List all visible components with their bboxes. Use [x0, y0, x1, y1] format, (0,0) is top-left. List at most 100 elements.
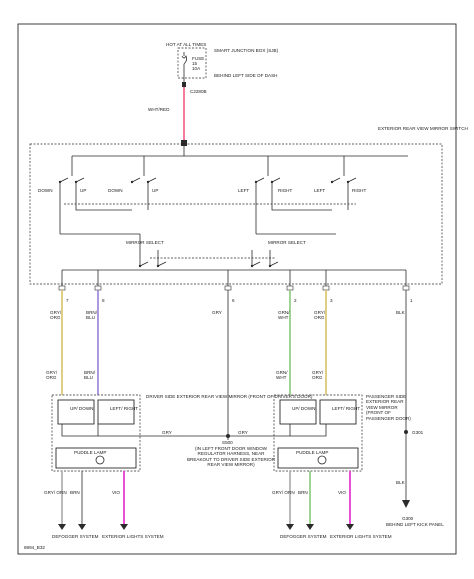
- label-vio-l: VIO: [112, 490, 120, 495]
- label-exterior-lights-l: EXTERIOR LIGHTS SYSTEM: [102, 534, 164, 539]
- label-mirror-select-r: MIRROR SELECT: [268, 240, 306, 245]
- label-wire-gry-org: GRY/: [50, 310, 62, 315]
- label-up-2: UP: [152, 188, 158, 193]
- switch-drops: [71, 156, 345, 176]
- label-wire-gry-org-b: ORG: [50, 315, 61, 320]
- switch-contacts: [58, 177, 357, 184]
- label-pin-7: 7: [66, 298, 69, 303]
- label-ext-mirror-switch: EXTERIOR REAR VIEW MIRROR SWITCH: [378, 126, 468, 131]
- switch-output-pins: [58, 285, 410, 291]
- label-fuse: FUSE: [192, 56, 204, 61]
- driver-puddle-lamp-bulb: [95, 455, 105, 465]
- diagram-footer-id: 8894_B32: [24, 545, 45, 550]
- label-left-right-r: LEFT/ RIGHT: [332, 406, 360, 411]
- driver-motor-updown: [57, 399, 95, 425]
- arrow-ext-lights-r: [346, 524, 354, 530]
- connector-switch-in: [181, 140, 187, 146]
- label-wire-grn-wht: GRN/: [278, 310, 290, 315]
- passenger-motor-leftright: [319, 399, 357, 425]
- label-gry-orn-l: GRY/ ORN: [44, 490, 67, 495]
- label-wire-gry-org-2b: ORG: [46, 375, 57, 380]
- passenger-motor-updown: [279, 399, 317, 425]
- label-driver-mirror: DRIVER SIDE EXTERIOR REAR VIEW MIRROR (F…: [146, 394, 313, 399]
- passenger-mirror-common: [276, 424, 327, 437]
- arrow-ext-lights-l: [120, 524, 128, 530]
- label-wire-gry: GRY: [212, 310, 222, 315]
- switch-bus-top: [72, 146, 408, 157]
- label-exterior-lights-r: EXTERIOR LIGHTS SYSTEM: [330, 534, 392, 539]
- arrow-defogger-r: [286, 524, 294, 530]
- passenger-puddle-lamp-bulb: [317, 455, 327, 465]
- passenger-mirror-box: [273, 394, 363, 472]
- label-pin-1: 1: [410, 298, 413, 303]
- label-wire-gry-org-r: GRY/: [314, 310, 326, 315]
- label-defogger-system-r: DEFOGGER SYSTEM: [280, 534, 327, 539]
- label-gry-orn-r: GRY/ ORN: [272, 490, 295, 495]
- label-wire-grn-wht-2: GRN/: [276, 370, 288, 375]
- label-g301: G301: [412, 430, 424, 435]
- label-wire-grn-wht-2b: WHT: [276, 375, 287, 380]
- label-puddle-lamp-r: PUDDLE LAMP: [296, 450, 328, 455]
- label-fuse-number: 15: [192, 61, 198, 66]
- driver-motor-leftright: [97, 399, 135, 425]
- label-up-down-r: UP/ DOWN: [292, 406, 315, 411]
- arrow-defogger-l: [58, 524, 66, 530]
- label-wire-gry-org-2: GRY/: [46, 370, 58, 375]
- label-pin-2: 2: [294, 298, 297, 303]
- label-pin-3: 3: [330, 298, 333, 303]
- label-fuse-amp: 10A: [192, 66, 201, 71]
- label-g300: G300: [402, 516, 414, 521]
- label-s500: S500: [222, 440, 233, 445]
- driver-mirror-box: [51, 394, 141, 472]
- label-passenger-mirror: PASSENGER SIDE EXTERIOR REAR VIEW MIRROR…: [366, 394, 411, 421]
- diagram-frame: [17, 23, 457, 555]
- label-wire-gry-org-rb: ORG: [314, 315, 325, 320]
- mirror-select-wiring: [139, 234, 271, 266]
- label-down-2: DOWN: [108, 188, 123, 193]
- label-blk-lower: BLK: [396, 480, 406, 485]
- arrow-brn-l: [78, 524, 86, 530]
- ground-g300-symbol: [402, 500, 410, 508]
- label-wire-grn-wht-b: WHT: [278, 315, 289, 320]
- label-sjb-location: BEHIND LEFT SIDE OF DASH: [214, 73, 277, 78]
- fuse-symbol: [181, 52, 188, 82]
- label-wire-brn-blu-2: BRN/: [84, 370, 96, 375]
- label-g300-desc: BEHIND LEFT KICK PANEL: [386, 522, 444, 527]
- ground-g301: [404, 430, 408, 434]
- label-brn-l: BRN: [70, 490, 80, 495]
- label-wire-blk: BLK: [396, 310, 406, 315]
- sjb-box: [177, 47, 207, 79]
- label-smart-junction-box: SMART JUNCTION BOX (SJB): [214, 48, 279, 53]
- switch-output-drops: [61, 270, 407, 288]
- label-defogger-system-l: DEFOGGER SYSTEM: [52, 534, 99, 539]
- driver-mirror-common: [61, 424, 180, 437]
- mirror-select-contacts: [138, 261, 279, 268]
- label-left-right-l: LEFT/ RIGHT: [110, 406, 138, 411]
- label-brn-r: BRN: [298, 490, 308, 495]
- label-pin-6: 6: [232, 298, 235, 303]
- driver-puddle-lamp-box: [55, 447, 137, 469]
- label-up-down-l: UP/ DOWN: [70, 406, 93, 411]
- label-left-2: LEFT: [314, 188, 325, 193]
- label-right-1: RIGHT: [278, 188, 292, 193]
- label-left-1: LEFT: [238, 188, 249, 193]
- label-wire-brn-blu: BRN/: [86, 310, 98, 315]
- label-pin-8: 8: [102, 298, 105, 303]
- label-wire-gry-org-r2b: ORG: [312, 375, 323, 380]
- mirror-switch-box: [29, 143, 443, 285]
- switch-internal-wiring: [59, 182, 349, 234]
- label-mirror-select-l: MIRROR SELECT: [126, 240, 164, 245]
- passenger-puddle-lamp-box: [277, 447, 359, 469]
- label-puddle-lamp-l: PUDDLE LAMP: [74, 450, 106, 455]
- label-vio-r: VIO: [338, 490, 346, 495]
- label-hot-at-all-times: HOT AT ALL TIMES: [166, 42, 206, 47]
- label-right-2: RIGHT: [352, 188, 366, 193]
- label-c2280b: C2280B: [190, 89, 207, 94]
- s500-description-wrap: (IN LEFT FRONT DOOR WINDOW REGULATOR HAR…: [186, 446, 276, 468]
- label-wire-gry-org-r2: GRY/: [312, 370, 324, 375]
- label-wire-brn-blu-2b: BLU: [84, 375, 93, 380]
- s500-description: (IN LEFT FRONT DOOR WINDOW REGULATOR HAR…: [186, 446, 276, 468]
- connector-c2280b: [182, 82, 186, 87]
- arrow-brn-r: [306, 524, 314, 530]
